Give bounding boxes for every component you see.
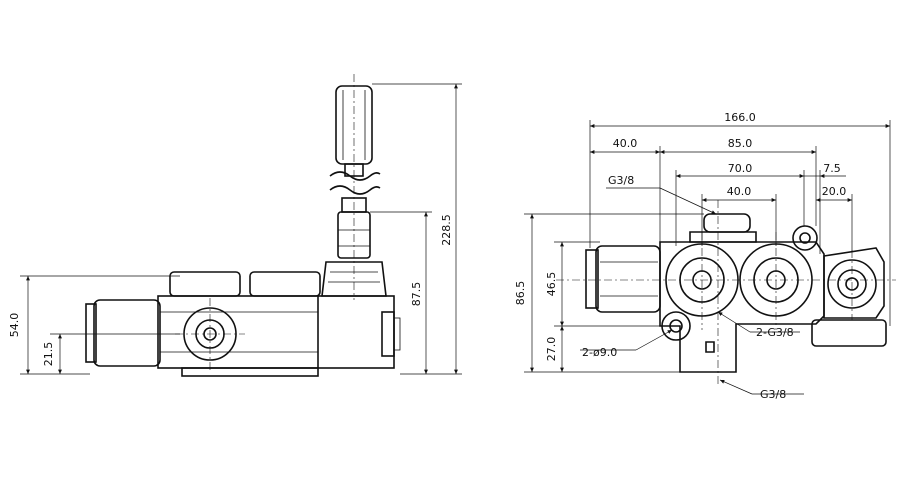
top-block-left <box>169 271 241 297</box>
dim-port-span-label: 85.0 <box>728 137 753 150</box>
dim-port-height-label: 21.5 <box>42 342 55 367</box>
dim-bore-span-label: 40.0 <box>727 185 752 198</box>
callout-side-ports-label: 2-G3/8 <box>756 326 794 339</box>
drain-detail <box>705 341 715 353</box>
dim-handle-base: 87.5 <box>370 211 432 374</box>
side-view: 54.0 21.5 228.5 87.5 <box>8 74 462 377</box>
dim-body-height-label: 54.0 <box>8 313 21 338</box>
dim-port-height: 21.5 <box>42 333 180 374</box>
callout-top-port-label: G3/8 <box>608 174 634 187</box>
dim-front-height: 86.5 <box>514 213 704 373</box>
callout-bottom-port-label: G3/8 <box>760 388 786 401</box>
dim-total-width: 166.0 <box>589 111 891 326</box>
dim-handle-base-label: 87.5 <box>410 282 423 307</box>
dim-spool-span-label: 70.0 <box>728 162 753 175</box>
dim-left-offset-label: 40.0 <box>613 137 638 150</box>
side-port <box>175 298 245 370</box>
dim-body-height: 54.0 <box>8 275 180 375</box>
dim-total-height: 228.5 <box>372 83 462 375</box>
dim-total-width-label: 166.0 <box>724 111 756 124</box>
valve-body-side <box>85 295 401 377</box>
top-port <box>792 225 818 251</box>
break-line-lower <box>329 185 381 195</box>
dim-front-height-label: 86.5 <box>514 281 527 306</box>
spool-cap-left <box>585 245 661 313</box>
dim-right-offset: 7.5 <box>804 162 846 254</box>
dim-port-span: 85.0 <box>660 137 817 226</box>
dim-outlet-offset-label: 20.0 <box>822 185 847 198</box>
front-view: 166.0 40.0 85.0 70.0 7.5 <box>514 111 896 401</box>
top-block-right <box>249 271 321 297</box>
dim-right-offset-label: 7.5 <box>823 162 841 175</box>
outlet-block <box>811 247 887 347</box>
dim-outlet-offset: 20.0 <box>816 185 853 252</box>
dim-bore-span: 40.0 <box>701 185 777 246</box>
break-line-upper <box>329 171 381 181</box>
dim-left-offset: 40.0 <box>590 137 661 244</box>
callout-side-ports: 2-G3/8 <box>717 311 800 339</box>
dim-port-center: 46.5 <box>545 241 600 326</box>
dim-total-height-label: 228.5 <box>440 214 453 246</box>
dim-spool-span: 70.0 <box>675 162 805 246</box>
callout-mount-holes: 2-ø9.0 <box>580 329 673 359</box>
dim-mount-height-label: 27.0 <box>545 337 558 362</box>
valve-body-front <box>659 213 825 373</box>
dim-mount-height: 27.0 <box>545 325 664 372</box>
callout-mount-holes-label: 2-ø9.0 <box>582 346 617 359</box>
callout-bottom-port: G3/8 <box>719 379 804 401</box>
dim-port-center-label: 46.5 <box>545 272 558 297</box>
callout-top-port: G3/8 <box>606 174 717 215</box>
